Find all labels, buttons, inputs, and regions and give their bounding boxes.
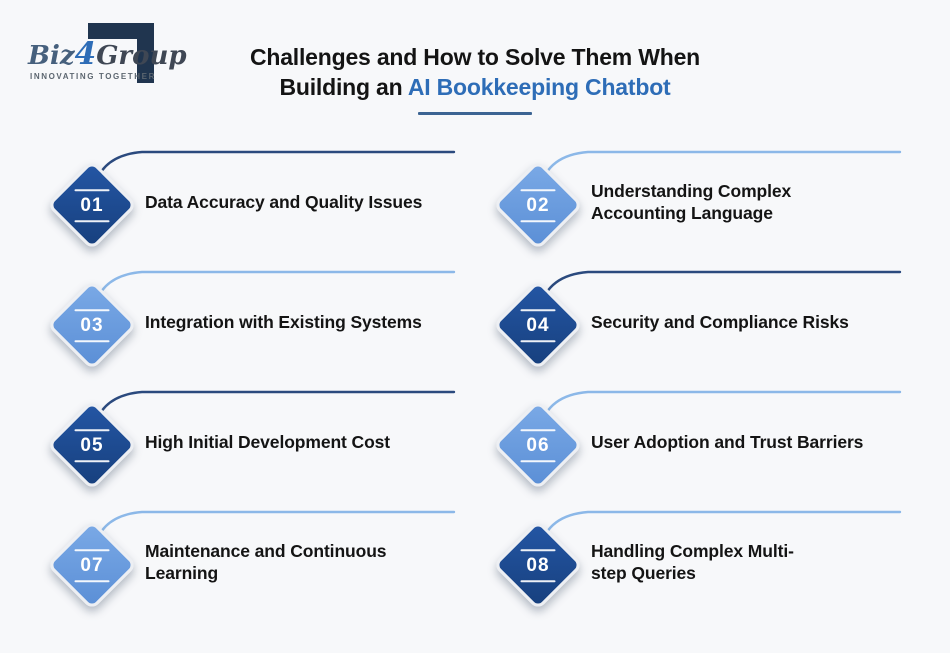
challenge-number: 08	[521, 549, 556, 582]
title-underline	[418, 112, 532, 115]
challenge-item: 06 User Adoption and Trust Barriers	[486, 382, 910, 502]
challenge-label: Handling Complex Multi-step Queries	[591, 540, 794, 584]
challenge-label-line: High Initial Development Cost	[145, 432, 391, 452]
challenge-number: 05	[75, 429, 110, 462]
challenge-number: 04	[521, 309, 556, 342]
challenge-label: User Adoption and Trust Barriers	[591, 431, 863, 453]
logo-wordmark: Biz4Group	[28, 36, 187, 72]
challenge-label-line: Learning	[145, 563, 219, 583]
logo-word-biz: Biz	[28, 41, 75, 71]
challenge-item: 04 Security and Compliance Risks	[486, 262, 910, 382]
challenge-label-line: step Queries	[591, 563, 696, 583]
title-line-2: Building an AI Bookkeeping Chatbot	[0, 72, 950, 102]
title-line-2-accent: AI Bookkeeping Chatbot	[407, 74, 671, 100]
challenge-number: 02	[521, 189, 556, 222]
challenge-label-line: Integration with Existing Systems	[145, 312, 422, 332]
challenge-item: 08 Handling Complex Multi-step Queries	[486, 502, 910, 622]
challenge-number: 03	[75, 309, 110, 342]
biz4group-logo: Biz4Group INNOVATING TOGETHER	[24, 10, 194, 94]
challenge-label-line: Handling Complex Multi-	[591, 541, 794, 561]
challenge-label-line: Security and Compliance Risks	[591, 312, 849, 332]
title-line-2-prefix: Building an	[279, 74, 408, 100]
challenge-label-line: Accounting Language	[591, 203, 773, 223]
challenge-label: High Initial Development Cost	[145, 431, 390, 453]
challenge-item: 03 Integration with Existing Systems	[40, 262, 462, 382]
challenge-item: 05 High Initial Development Cost	[40, 382, 462, 502]
title-line-1: Challenges and How to Solve Them When	[249, 44, 701, 70]
challenge-label: Integration with Existing Systems	[145, 311, 422, 333]
challenges-grid: 01 Data Accuracy and Quality Issues 02 U…	[40, 142, 912, 622]
page-title: Challenges and How to Solve Them When Bu…	[0, 42, 950, 115]
challenge-number: 06	[521, 429, 556, 462]
challenge-label-line: Maintenance and Continuous	[145, 541, 387, 561]
challenge-label-line: Understanding Complex	[591, 181, 792, 201]
challenge-label-line: Data Accuracy and Quality Issues	[145, 192, 423, 212]
challenge-label: Data Accuracy and Quality Issues	[145, 191, 422, 213]
challenge-label-line: User Adoption and Trust Barriers	[591, 432, 864, 452]
logo-bracket-icon	[88, 23, 154, 83]
logo-word-group: Group	[96, 41, 187, 71]
challenge-number: 07	[75, 549, 110, 582]
logo-word-four: 4	[74, 36, 97, 72]
logo-tagline: INNOVATING TOGETHER	[30, 72, 156, 81]
challenge-item: 01 Data Accuracy and Quality Issues	[40, 142, 462, 262]
challenge-label: Security and Compliance Risks	[591, 311, 849, 333]
challenge-number: 01	[75, 189, 110, 222]
